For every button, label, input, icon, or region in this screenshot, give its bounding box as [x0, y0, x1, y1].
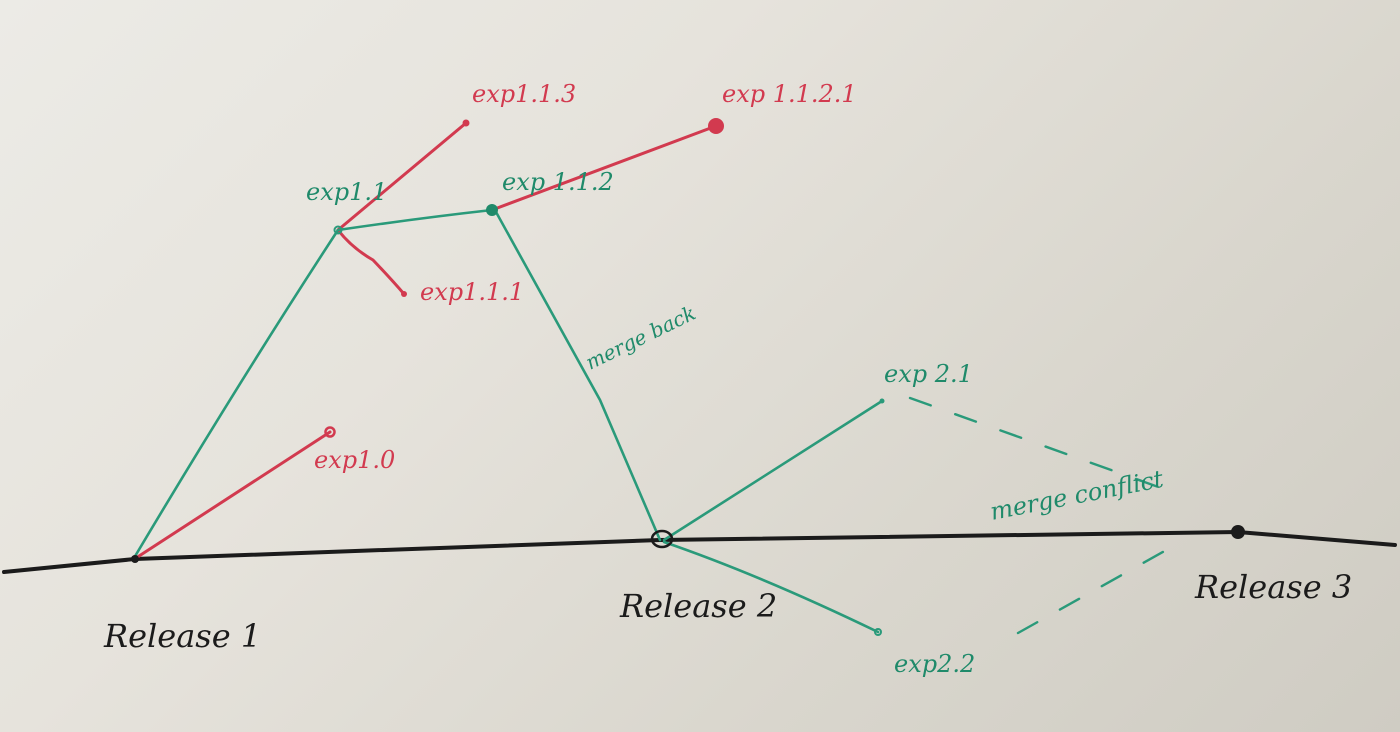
release-timeline: [2, 529, 1397, 574]
branch-exp1-1-3: [336, 121, 468, 232]
exp1-1-2-1-node: [708, 118, 724, 134]
release1-node: [131, 555, 139, 563]
exp1-0-node: [324, 426, 336, 438]
exp2-2-label: exp2.2: [894, 650, 975, 678]
release1-label: Release 1: [103, 617, 261, 655]
release3-label: Release 3: [1194, 568, 1352, 606]
merge-conflict-dashed-lower: [1016, 546, 1172, 635]
branch-exp2-1: [662, 399, 884, 542]
branch-exp1-1-2-1: [490, 124, 718, 212]
branch-exp1-0: [134, 430, 332, 560]
exp1-1-2-1-label: exp 1.1.2.1: [722, 80, 857, 108]
exp2-2-node: [874, 628, 882, 636]
branch-exp1-1-1: [336, 228, 406, 296]
release3-node: [1231, 525, 1245, 539]
exp1-1-3-label: exp1.1.3: [472, 80, 576, 108]
merge-back-line: [494, 210, 662, 542]
branch-exp1-1-2: [336, 208, 494, 232]
exp1-1-3-node: [462, 119, 470, 127]
exp1-1-1-label: exp1.1.1: [420, 278, 524, 306]
merge-conflict-dashed-upper: [908, 396, 1180, 496]
merge-back-label: merge back: [582, 301, 700, 375]
exp1-1-2-label: exp 1.1.2: [502, 168, 614, 196]
branch-exp1-1: [132, 228, 340, 560]
exp1-1-node: [333, 225, 343, 235]
exp1-1-2-node: [486, 204, 498, 216]
exp2-1-node: [879, 398, 885, 404]
branch-exp2-2: [662, 540, 880, 634]
release2-label: Release 2: [619, 587, 777, 625]
release2-node: [650, 529, 674, 549]
exp1-1-1-node: [401, 291, 407, 297]
exp1-0-label: exp1.0: [314, 446, 395, 474]
exp2-1-label: exp 2.1: [884, 360, 973, 388]
exp1-1-label: exp1.1: [306, 178, 387, 206]
merge-conflict-label: merge conflict: [988, 465, 1166, 526]
